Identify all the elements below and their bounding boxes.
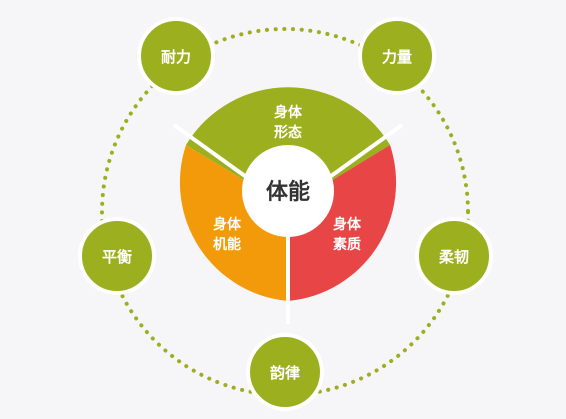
center-circle (242, 145, 334, 237)
segment-top-line2: 形态 (274, 124, 302, 141)
node-rhythm-label: 韵律 (270, 364, 300, 382)
node-flexibility: 柔韧 (415, 217, 493, 295)
node-strength-label: 力量 (382, 48, 412, 66)
segment-body-quality (288, 145, 397, 301)
segment-left-line2: 机能 (213, 236, 241, 253)
node-strength: 力量 (358, 17, 436, 95)
node-rhythm: 韵律 (246, 333, 324, 411)
segment-left-line1: 身体 (213, 216, 242, 233)
segment-right-line2: 素质 (333, 236, 361, 253)
node-balance: 平衡 (78, 217, 156, 295)
node-endurance-label: 耐力 (161, 48, 191, 66)
node-endurance: 耐力 (137, 17, 215, 95)
node-flexibility-label: 柔韧 (439, 248, 469, 266)
segment-right-line1: 身体 (333, 216, 362, 233)
segment-body-function (179, 145, 288, 301)
node-balance-label: 平衡 (102, 248, 132, 266)
center-label: 体能 (266, 179, 310, 205)
segment-top-line1: 身体 (274, 104, 303, 121)
